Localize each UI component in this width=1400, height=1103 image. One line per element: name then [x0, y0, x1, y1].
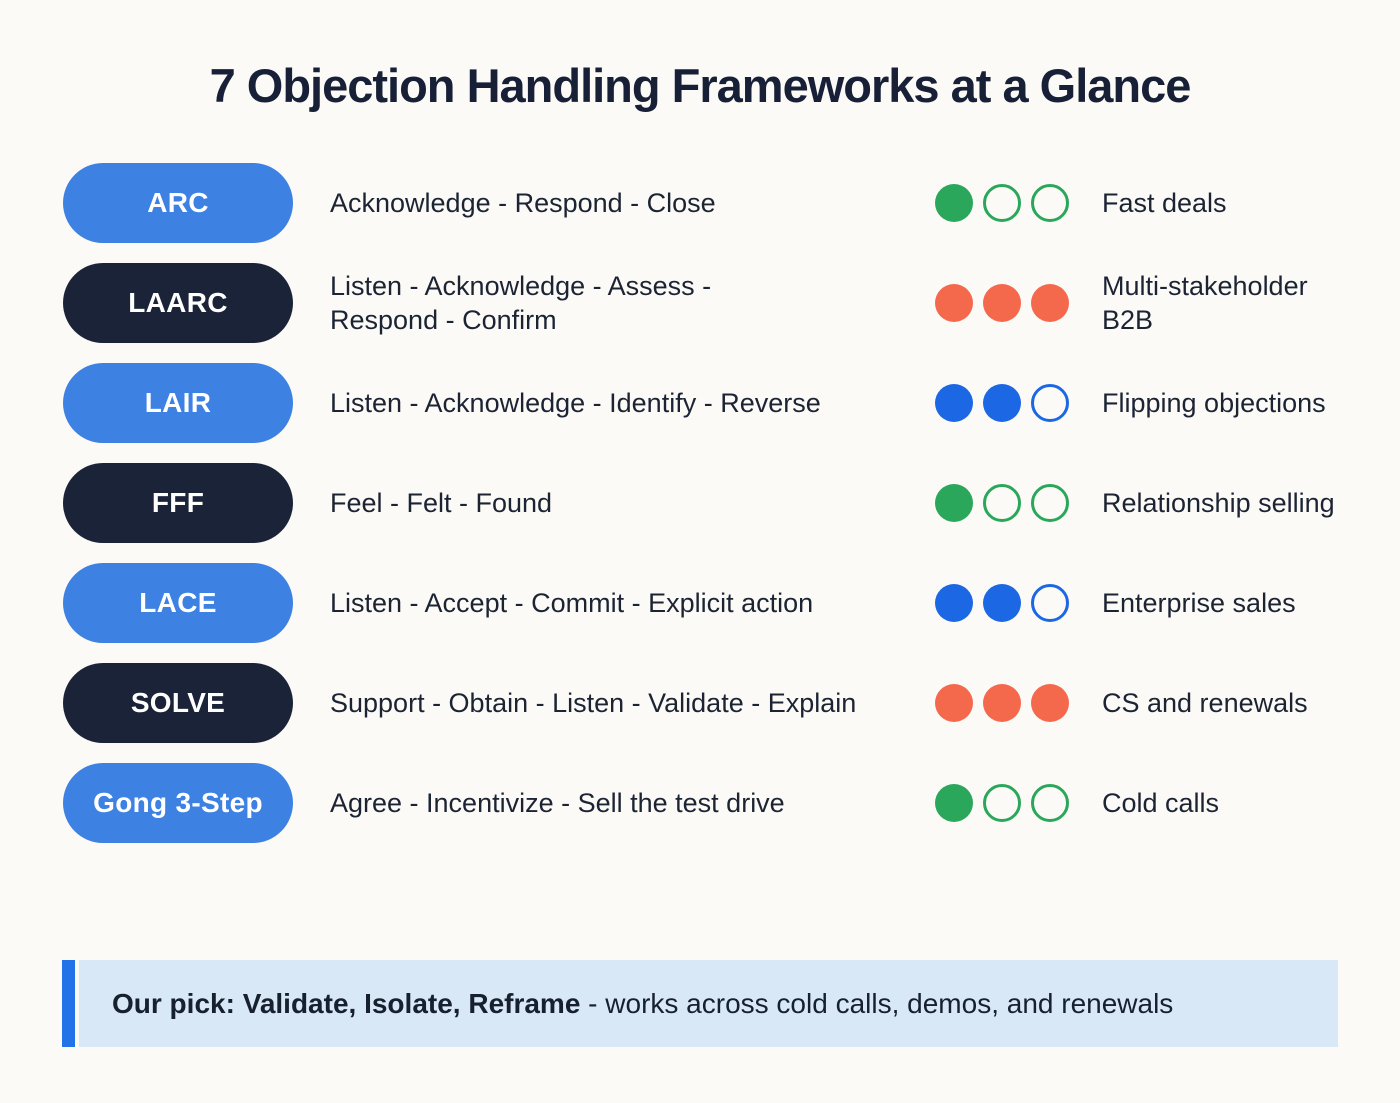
difficulty-dot-filled — [935, 184, 973, 222]
framework-row: LACE Listen - Accept - Commit - Explicit… — [0, 553, 1400, 653]
framework-steps-line: Listen - Acknowledge - Identify - Revers… — [330, 388, 821, 418]
framework-steps: Listen - Acknowledge - Identify - Revers… — [330, 386, 935, 420]
difficulty-dots — [935, 284, 1069, 322]
use-case-label: Flipping objections — [1102, 386, 1326, 420]
use-case-line: Flipping objections — [1102, 388, 1326, 418]
framework-steps: Listen - Accept - Commit - Explicit acti… — [330, 586, 935, 620]
use-case-label: Enterprise sales — [1102, 586, 1296, 620]
framework-steps: Listen - Acknowledge - Assess - Respond … — [330, 269, 935, 337]
difficulty-dot-hollow — [1031, 784, 1069, 822]
difficulty-dots — [935, 484, 1069, 522]
banner-text-bold: Our pick: Validate, Isolate, Reframe — [112, 987, 581, 1019]
difficulty-dot-filled — [935, 284, 973, 322]
difficulty-dot-filled — [935, 784, 973, 822]
framework-steps: Acknowledge - Respond - Close — [330, 186, 935, 220]
difficulty-dot-filled — [1031, 684, 1069, 722]
difficulty-dot-filled — [935, 384, 973, 422]
difficulty-dots — [935, 784, 1069, 822]
use-case-line: Enterprise sales — [1102, 588, 1296, 618]
framework-pill: FFF — [63, 463, 293, 543]
difficulty-dot-hollow — [1031, 584, 1069, 622]
difficulty-dot-filled — [983, 284, 1021, 322]
difficulty-dots — [935, 184, 1069, 222]
use-case-label: Relationship selling — [1102, 486, 1335, 520]
framework-steps: Support - Obtain - Listen - Validate - E… — [330, 686, 935, 720]
difficulty-dot-filled — [1031, 284, 1069, 322]
difficulty-dot-hollow — [1031, 484, 1069, 522]
framework-row: SOLVE Support - Obtain - Listen - Valida… — [0, 653, 1400, 753]
banner-text-rest: - works across cold calls, demos, and re… — [580, 987, 1174, 1019]
frameworks-table: ARC Acknowledge - Respond - Close Fast d… — [0, 153, 1400, 853]
difficulty-dot-hollow — [1031, 184, 1069, 222]
framework-steps-line: Acknowledge - Respond - Close — [330, 188, 716, 218]
framework-pill: LAIR — [63, 363, 293, 443]
use-case-line: CS and renewals — [1102, 688, 1308, 718]
framework-steps: Agree - Incentivize - Sell the test driv… — [330, 786, 935, 820]
framework-steps-line: Listen - Accept - Commit - Explicit acti… — [330, 588, 814, 618]
difficulty-dot-filled — [935, 484, 973, 522]
difficulty-dots — [935, 584, 1069, 622]
framework-pill: LAARC — [63, 263, 293, 343]
difficulty-dots — [935, 684, 1069, 722]
use-case-line: Multi-stakeholder — [1102, 271, 1308, 301]
framework-pill: ARC — [63, 163, 293, 243]
difficulty-dots — [935, 384, 1069, 422]
difficulty-dot-hollow — [983, 784, 1021, 822]
framework-row: ARC Acknowledge - Respond - Close Fast d… — [0, 153, 1400, 253]
framework-steps-line: Feel - Felt - Found — [330, 488, 553, 518]
difficulty-dot-hollow — [983, 484, 1021, 522]
framework-row: Gong 3-Step Agree - Incentivize - Sell t… — [0, 753, 1400, 853]
use-case-line: B2B — [1102, 305, 1154, 335]
use-case-line: Cold calls — [1102, 788, 1220, 818]
difficulty-dot-filled — [935, 684, 973, 722]
use-case-label: Fast deals — [1102, 186, 1227, 220]
banner-accent-bar — [62, 960, 75, 1047]
use-case-line: Fast deals — [1102, 188, 1227, 218]
use-case-label: CS and renewals — [1102, 686, 1308, 720]
framework-pill: LACE — [63, 563, 293, 643]
difficulty-dot-filled — [983, 584, 1021, 622]
framework-pill: Gong 3-Step — [63, 763, 293, 843]
page-title: 7 Objection Handling Frameworks at a Gla… — [209, 59, 1192, 112]
banner-text: Our pick: Validate, Isolate, Reframe - w… — [79, 960, 1338, 1047]
framework-pill: SOLVE — [63, 663, 293, 743]
difficulty-dot-filled — [983, 684, 1021, 722]
difficulty-dot-hollow — [1031, 384, 1069, 422]
difficulty-dot-filled — [935, 584, 973, 622]
use-case-label: Cold calls — [1102, 786, 1219, 820]
framework-steps-line: Agree - Incentivize - Sell the test driv… — [330, 788, 785, 818]
framework-steps-line: Listen - Acknowledge - Assess - — [330, 271, 712, 301]
use-case-label: Multi-stakeholder B2B — [1102, 269, 1308, 337]
framework-row: LAARC Listen - Acknowledge - Assess - Re… — [0, 253, 1400, 353]
framework-row: FFF Feel - Felt - Found Relationship sel… — [0, 453, 1400, 553]
difficulty-dot-filled — [983, 384, 1021, 422]
framework-row: LAIR Listen - Acknowledge - Identify - R… — [0, 353, 1400, 453]
recommendation-banner: Our pick: Validate, Isolate, Reframe - w… — [62, 960, 1338, 1047]
use-case-line: Relationship selling — [1102, 488, 1335, 518]
framework-steps-line: Respond - Confirm — [330, 305, 557, 335]
framework-steps-line: Support - Obtain - Listen - Validate - E… — [330, 688, 857, 718]
framework-steps: Feel - Felt - Found — [330, 486, 935, 520]
difficulty-dot-hollow — [983, 184, 1021, 222]
